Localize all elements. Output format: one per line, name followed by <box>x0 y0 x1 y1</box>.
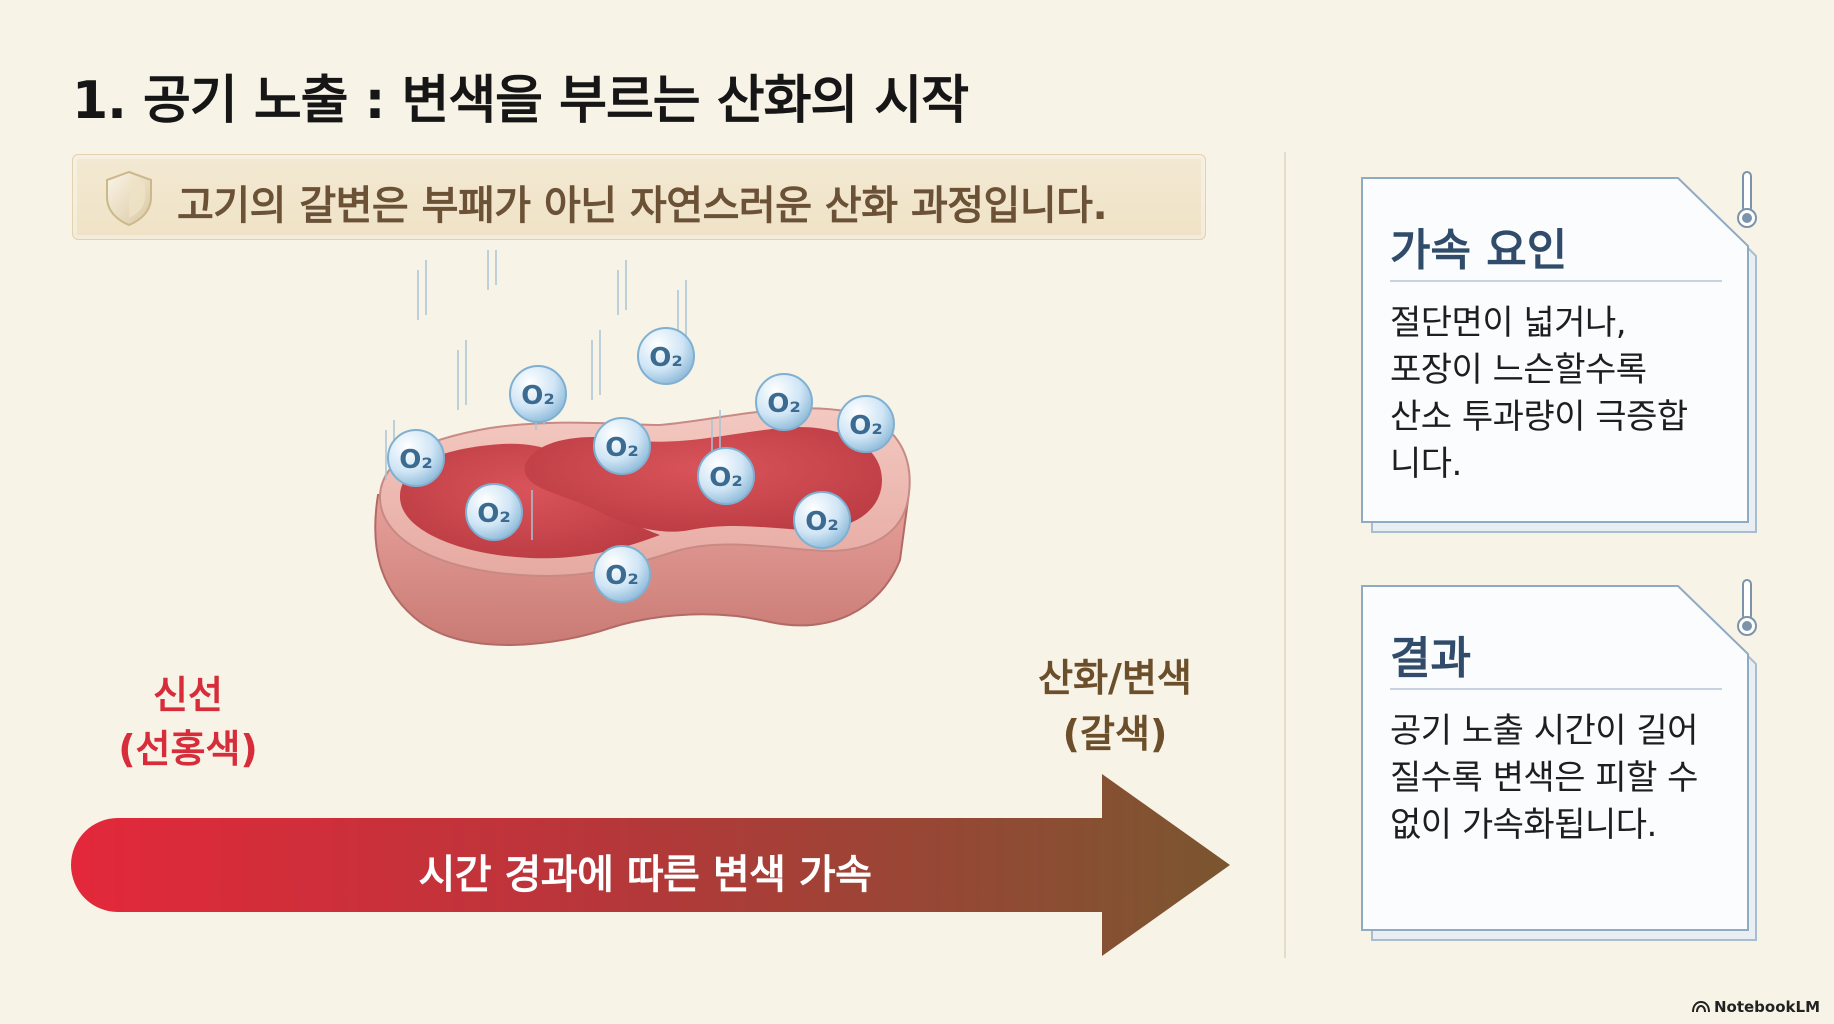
fresh-label-line1: 신선 <box>153 673 223 717</box>
oxygen-molecule-label: O₂ <box>649 343 683 373</box>
card-body: 공기 노출 시간이 길어 질수록 변색은 피할 수 없이 가속화됩니다. <box>1390 708 1730 849</box>
time-arrow <box>71 774 1230 956</box>
oxygen-molecule-label: O₂ <box>605 433 639 463</box>
oxygen-molecule-label: O₂ <box>605 561 639 591</box>
oxygen-molecule-label: O₂ <box>849 411 883 441</box>
oxygen-molecule-label: O₂ <box>399 445 433 475</box>
card-body-line: 절단면이 넓거나, <box>1390 303 1627 343</box>
fresh-label: 신선 (선홍색) <box>98 668 278 776</box>
card-body-line: 질수록 변색은 피할 수 <box>1390 758 1698 798</box>
oxidized-label-line1: 산화/변색 <box>1038 656 1192 700</box>
oxidized-label: 산화/변색 (갈색) <box>1000 650 1230 762</box>
notebooklm-logo-icon <box>1691 1001 1710 1013</box>
oxygen-molecule-label: O₂ <box>477 499 511 529</box>
card-rule <box>1390 280 1722 282</box>
card-body-line: 포장이 느슨할수록 <box>1390 350 1647 390</box>
oxygen-molecule-label: O₂ <box>767 389 801 419</box>
page-title: 1. 공기 노출 : 변색을 부르는 산화의 시작 <box>72 71 969 131</box>
card-body-line: 산소 투과량이 극증합 <box>1390 397 1688 437</box>
thermometer-icon <box>1737 171 1757 228</box>
card-body-line: 없이 가속화됩니다. <box>1390 805 1657 845</box>
oxygen-molecule-label: O₂ <box>521 381 555 411</box>
card-body-line: 니다. <box>1390 444 1462 484</box>
card-acceleration-factors: 가속 요인 절단면이 넓거나, 포장이 느슨할수록 산소 투과량이 극증합 니다… <box>1358 171 1766 556</box>
oxidized-label-line2: (갈색) <box>1062 712 1168 756</box>
oxygen-molecule-label: O₂ <box>805 507 839 537</box>
card-body: 절단면이 넓거나, 포장이 느슨할수록 산소 투과량이 극증합 니다. <box>1390 300 1730 488</box>
card-rule <box>1390 688 1722 690</box>
brand-watermark: NotebookLM <box>1691 998 1820 1016</box>
card-frame <box>1361 585 1757 941</box>
steak-illustration: O₂ O₂ O₂ O₂ O₂ O₂ O₂ O₂ O₂ O₂ <box>374 250 911 646</box>
card-title: 가속 요인 <box>1390 225 1568 276</box>
card-body-line: 공기 노출 시간이 길어 <box>1390 711 1698 751</box>
shield-icon <box>106 170 152 227</box>
info-banner: 고기의 갈변은 부패가 아닌 자연스러운 산화 과정입니다. <box>72 154 1206 240</box>
card-result: 결과 공기 노출 시간이 길어 질수록 변색은 피할 수 없이 가속화됩니다. <box>1358 579 1766 964</box>
oxygen-molecules: O₂ O₂ O₂ O₂ O₂ O₂ O₂ O₂ O₂ O₂ <box>387 327 895 603</box>
divider <box>1284 152 1286 958</box>
brand-text: NotebookLM <box>1713 998 1820 1016</box>
card-frame <box>1361 177 1757 533</box>
banner-text: 고기의 갈변은 부패가 아닌 자연스러운 산화 과정입니다. <box>177 183 1108 229</box>
thermometer-icon <box>1737 579 1757 636</box>
oxygen-molecule-label: O₂ <box>709 463 743 493</box>
card-title: 결과 <box>1390 633 1471 684</box>
fresh-label-line2: (선홍색) <box>118 727 258 771</box>
arrow-label: 시간 경과에 따른 변색 가속 <box>418 852 872 898</box>
